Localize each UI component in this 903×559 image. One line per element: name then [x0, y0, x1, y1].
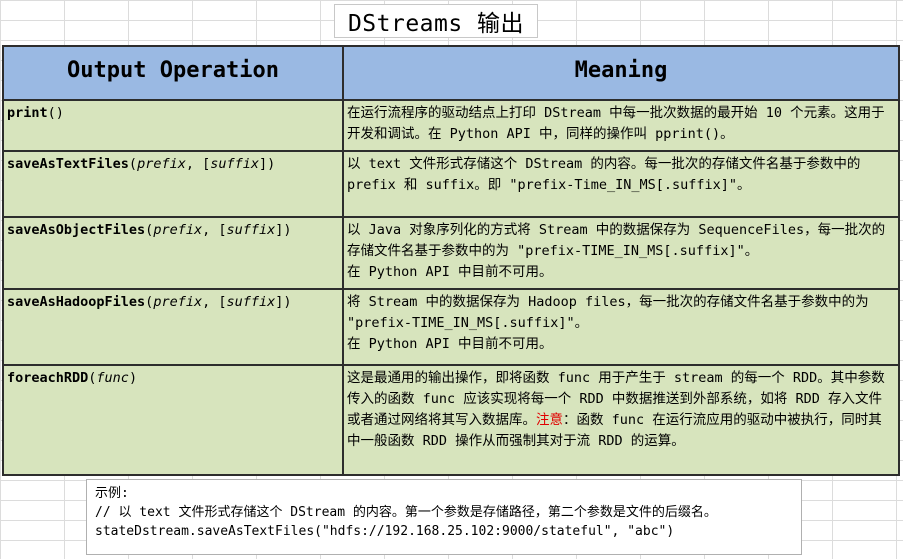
meaning-text: 以 Java 对象序列化的方式将 Stream 中的数据保存为 Sequence…	[347, 222, 886, 259]
arg-suffix: suffix	[210, 156, 260, 172]
meaning-text: 在运行流程序的驱动结点上打印 DStream 中每一批次数据的最开始 10 个元…	[347, 105, 885, 142]
table-row-saveashadoopfiles: saveAsHadoopFiles(prefix, [suffix]) 将 St…	[2, 288, 900, 366]
args-open: (	[145, 294, 154, 310]
args-open: ()	[47, 105, 64, 121]
meaning-cell[interactable]: 这是最通用的输出操作，即将函数 func 用于产生于 stream 的每一个 R…	[342, 364, 900, 476]
table-row-print: print() 在运行流程序的驱动结点上打印 DStream 中每一批次数据的最…	[2, 99, 900, 152]
meaning-cell[interactable]: 将 Stream 中的数据保存为 Hadoop files，每一批次的存储文件名…	[342, 288, 900, 366]
table-row-foreachrdd: foreachRDD(func) 这是最通用的输出操作，即将函数 func 用于…	[2, 364, 900, 476]
example-heading: 示例:	[95, 486, 129, 501]
meaning-text: 这是最通用的输出操作，即将函数 func 用于产生于 stream 的每一个 R…	[347, 370, 885, 428]
operation-cell[interactable]: print()	[2, 99, 344, 152]
header-row: Output Operation Meaning	[2, 45, 900, 101]
arg-suffix: suffix	[226, 294, 276, 310]
args-close: ])	[275, 294, 292, 310]
arg-func: func	[96, 370, 129, 386]
example-textbox[interactable]: 示例: // 以 text 文件形式存储这个 DStream 的内容。第一个参数是…	[86, 479, 802, 555]
args-close: ])	[275, 222, 292, 238]
arg-prefix: prefix	[153, 294, 203, 310]
meaning-text-note: 在 Python API 中目前不可用。	[347, 336, 553, 352]
table-row-saveasobjectfiles: saveAsObjectFiles(prefix, [suffix]) 以 Ja…	[2, 216, 900, 290]
meaning-cell[interactable]: 以 Java 对象序列化的方式将 Stream 中的数据保存为 Sequence…	[342, 216, 900, 290]
function-name: foreachRDD	[7, 370, 89, 386]
args-open: (	[145, 222, 154, 238]
output-operations-table: Output Operation Meaning print() 在运行流程序的…	[2, 45, 900, 476]
header-output-operation: Output Operation	[2, 45, 344, 101]
operation-cell[interactable]: foreachRDD(func)	[2, 364, 344, 476]
meaning-cell[interactable]: 在运行流程序的驱动结点上打印 DStream 中每一批次数据的最开始 10 个元…	[342, 99, 900, 152]
args-separator: , [	[185, 156, 211, 172]
args-open: (	[88, 370, 97, 386]
sheet-title: DStreams 输出	[334, 4, 538, 38]
function-name: saveAsObjectFiles	[7, 222, 146, 238]
operation-cell[interactable]: saveAsTextFiles(prefix, [suffix])	[2, 150, 344, 218]
meaning-text: 以 text 文件形式存储这个 DStream 的内容。每一批次的存储文件名基于…	[347, 156, 861, 193]
function-name: saveAsHadoopFiles	[7, 294, 146, 310]
table-row-saveastextfiles: saveAsTextFiles(prefix, [suffix]) 以 text…	[2, 150, 900, 218]
arg-suffix: suffix	[226, 222, 276, 238]
example-code: stateDstream.saveAsTextFiles("hdfs://192…	[95, 524, 675, 539]
args-close: )	[128, 370, 138, 386]
args-separator: , [	[202, 294, 227, 310]
operation-cell[interactable]: saveAsHadoopFiles(prefix, [suffix])	[2, 288, 344, 366]
operation-cell[interactable]: saveAsObjectFiles(prefix, [suffix])	[2, 216, 344, 290]
args-close: ])	[259, 156, 276, 172]
function-name: saveAsTextFiles	[7, 156, 129, 172]
meaning-cell[interactable]: 以 text 文件形式存储这个 DStream 的内容。每一批次的存储文件名基于…	[342, 150, 900, 218]
function-name: print	[7, 105, 48, 121]
args-open: (	[128, 156, 138, 172]
note-label: 注意	[536, 412, 563, 428]
args-separator: , [	[202, 222, 227, 238]
meaning-text: 将 Stream 中的数据保存为 Hadoop files，每一批次的存储文件名…	[347, 294, 869, 331]
meaning-text-after: ：函数 func 在运行流应用的驱动中被执行，同时其中一般函数 RDD 操作从而…	[347, 412, 882, 449]
header-meaning: Meaning	[342, 45, 900, 101]
example-comment: // 以 text 文件形式存储这个 DStream 的内容。第一个参数是存储路…	[95, 505, 717, 520]
arg-prefix: prefix	[153, 222, 203, 238]
meaning-text-note: 在 Python API 中目前不可用。	[347, 264, 553, 280]
arg-prefix: prefix	[137, 156, 186, 172]
